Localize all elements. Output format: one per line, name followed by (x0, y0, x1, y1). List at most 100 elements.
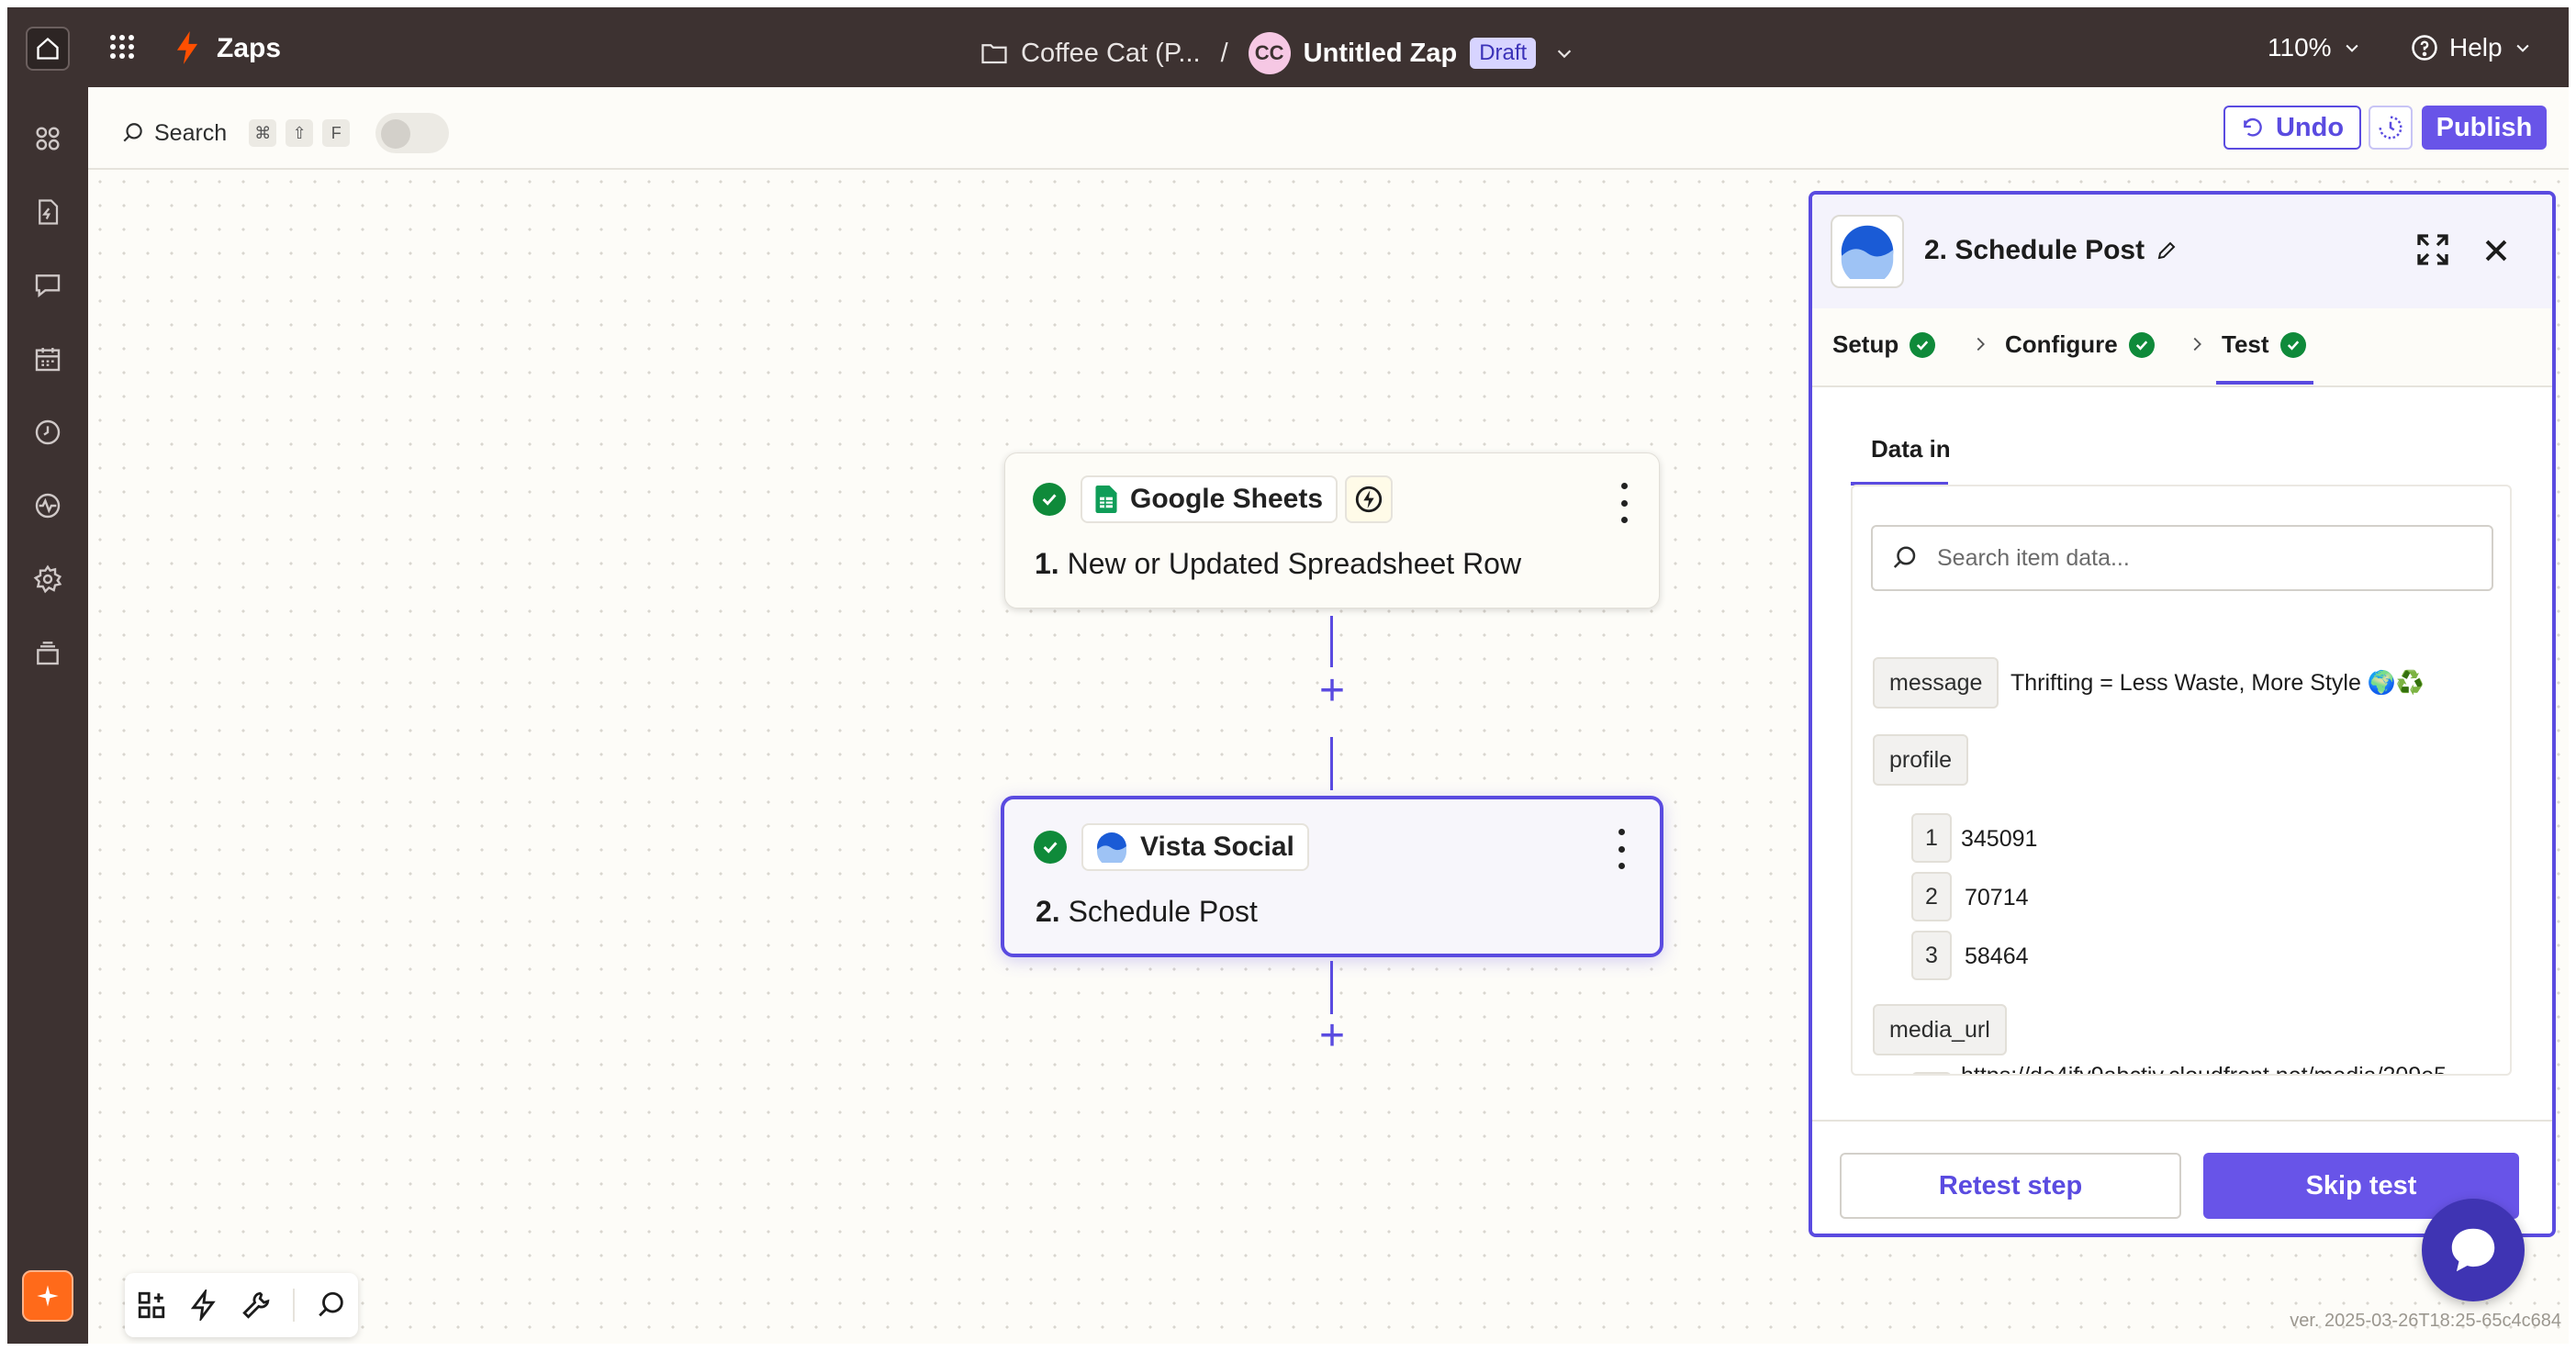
tab-data-in[interactable]: Data in (1871, 435, 1951, 463)
wrench-icon[interactable] (241, 1290, 272, 1321)
instant-trigger-badge (1345, 475, 1393, 523)
field-key-profile[interactable]: profile (1873, 734, 1969, 786)
array-value: 58464 (1965, 943, 2029, 969)
check-circle-icon (2279, 331, 2306, 358)
search-icon (1893, 546, 1916, 568)
comment-icon[interactable] (28, 265, 68, 306)
pencil-icon[interactable] (2156, 240, 2178, 262)
toolbar-divider (293, 1289, 296, 1322)
chevron-down-icon[interactable] (1554, 43, 1574, 63)
step-title: 2. Schedule Post (1036, 895, 1258, 928)
retest-step-button[interactable]: Retest step (1840, 1153, 2181, 1219)
editor-toolbar: Search ⌘ ⇧ F Undo Publish (88, 87, 2569, 170)
data-search-field[interactable] (1871, 525, 2493, 591)
tab-configure[interactable]: Configure (2005, 330, 2155, 359)
panel-title[interactable]: 2. Schedule Post (1924, 235, 2178, 266)
breadcrumb-separator: / (1220, 38, 1228, 68)
chevron-down-icon (2516, 44, 2529, 52)
app-window: Zaps Coffee Cat (P... / CC Untitled Zap … (7, 7, 2569, 1344)
app-title[interactable]: Zaps (217, 33, 282, 63)
top-bar: Zaps Coffee Cat (P... / CC Untitled Zap … (7, 7, 2569, 87)
tab-setup[interactable]: Setup (1832, 330, 1936, 359)
chevron-right-icon (2193, 337, 2201, 352)
check-circle-icon (1034, 831, 1067, 864)
add-step-plus-icon[interactable]: + (1318, 666, 1346, 715)
connector-line (1330, 616, 1333, 667)
data-in-viewer[interactable]: message Thrifting = Less Waste, More Sty… (1851, 485, 2512, 1076)
search-label: Search (154, 119, 228, 146)
undo-button[interactable]: Undo (2223, 106, 2361, 150)
array-index: 2 (1911, 872, 1952, 921)
field-key-message[interactable]: message (1873, 657, 1999, 709)
help-menu[interactable]: Help (2411, 33, 2532, 62)
canvas-search[interactable]: Search ⌘ ⇧ F (121, 113, 450, 153)
shortcut-key-shift: ⇧ (286, 119, 314, 147)
array-index: 3 (1911, 931, 1952, 980)
step-card-trigger[interactable]: Google Sheets 1. New or Updated Spreadsh… (1004, 452, 1660, 609)
app-switcher-button[interactable] (108, 33, 136, 61)
zoom-level: 110% (2268, 33, 2332, 61)
app-name: Google Sheets (1130, 484, 1324, 514)
app-chip-vista-social: Vista Social (1081, 823, 1309, 871)
avatar[interactable]: CC (1248, 32, 1291, 74)
step-tabs: Setup Configure Test (1812, 308, 2552, 387)
history-icon[interactable] (28, 412, 68, 452)
search-input[interactable] (1935, 543, 2453, 573)
field-key-media-url[interactable]: media_url (1873, 1004, 2007, 1055)
home-button[interactable] (26, 27, 70, 71)
apps-icon[interactable] (28, 118, 68, 159)
search-icon[interactable] (316, 1290, 347, 1321)
expand-icon[interactable] (2414, 231, 2451, 273)
chevron-right-icon (1977, 337, 1985, 352)
more-options-icon[interactable] (1615, 483, 1633, 523)
active-tab-indicator (1851, 482, 1948, 486)
panel-header: 2. Schedule Post (1812, 195, 2552, 309)
tab-test[interactable]: Test (2222, 330, 2306, 359)
close-icon[interactable] (2481, 235, 2512, 271)
zap-file-icon[interactable] (28, 192, 68, 232)
home-icon (37, 37, 59, 60)
version-history-icon (2379, 116, 2402, 140)
chevron-down-icon (2346, 44, 2358, 52)
status-badge: Draft (1470, 38, 1537, 69)
app-chip-google-sheets: Google Sheets (1081, 475, 1338, 523)
folder-name[interactable]: Coffee Cat (P... (1021, 38, 1201, 68)
active-tab-indicator (2216, 381, 2313, 385)
add-step-plus-icon[interactable]: + (1318, 1011, 1346, 1060)
help-label: Help (2449, 33, 2503, 61)
chat-bubble-icon (2451, 1228, 2495, 1272)
google-sheets-icon (1095, 486, 1117, 513)
step-card-action[interactable]: Vista Social 2. Schedule Post (1001, 796, 1663, 957)
lightning-icon[interactable] (188, 1290, 219, 1321)
undo-icon (2244, 117, 2262, 137)
grid-dots-icon (110, 35, 134, 59)
version-history-button[interactable] (2369, 106, 2413, 150)
more-options-icon[interactable] (1612, 829, 1630, 869)
undo-label: Undo (2275, 112, 2345, 142)
folder-icon (981, 44, 1007, 64)
vista-social-icon (1097, 832, 1126, 863)
calendar-icon[interactable] (28, 339, 68, 379)
layers-icon[interactable] (28, 632, 68, 673)
publish-button[interactable]: Publish (2422, 106, 2547, 150)
canvas-toggle[interactable] (375, 113, 450, 153)
breadcrumb: Coffee Cat (P... / CC Untitled Zap Draft (980, 32, 1574, 74)
chat-support-button[interactable] (2422, 1199, 2525, 1301)
array-value: 70714 (1965, 885, 2029, 910)
settings-icon[interactable] (28, 559, 68, 599)
panel-footer: Retest step Skip test (1812, 1120, 2552, 1234)
zap-name[interactable]: Untitled Zap (1303, 38, 1458, 68)
activity-icon[interactable] (28, 486, 68, 526)
left-sidebar (7, 87, 88, 1344)
step-detail-panel: 2. Schedule Post Setup Configure Tes (1809, 191, 2556, 1237)
shortcut-key-cmd: ⌘ (249, 119, 277, 147)
array-index (1911, 1072, 1952, 1074)
shortcut-key-f: F (322, 119, 351, 147)
canvas-tools (125, 1273, 358, 1337)
array-index: 1 (1911, 813, 1952, 863)
ai-sparkle-button[interactable] (22, 1270, 73, 1322)
check-circle-icon (2128, 331, 2155, 358)
add-widget-icon[interactable] (136, 1290, 167, 1321)
zoom-control[interactable]: 110% (2268, 33, 2361, 62)
field-value-message: Thrifting = Less Waste, More Style 🌍♻️ (2010, 670, 2425, 696)
